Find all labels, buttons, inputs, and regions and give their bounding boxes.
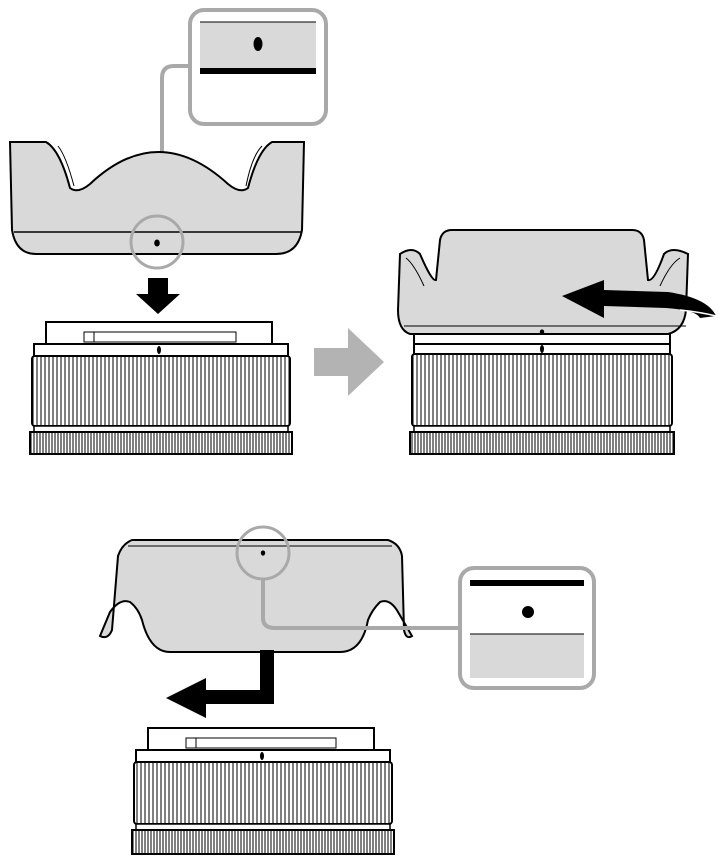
index-dot-reversed <box>261 550 265 555</box>
index-dot-hood <box>154 240 160 247</box>
lens-hood-reversed <box>100 540 412 652</box>
panel-rotate <box>398 230 716 454</box>
lens-body-right <box>410 334 674 454</box>
index-dot-lens-right <box>540 345 544 353</box>
zoom-callout-top <box>190 10 326 124</box>
index-dot-lens-bottom <box>260 752 264 760</box>
down-arrow-icon <box>136 278 180 314</box>
lens-body-left <box>30 322 292 454</box>
lens-hood-attached <box>398 230 688 335</box>
bent-arrow-icon <box>166 650 274 718</box>
index-dot-zoom <box>254 37 263 51</box>
index-dot-zoom-bottom <box>522 606 534 618</box>
zoom-callout-bottom <box>460 568 594 688</box>
lens-body-bottom <box>132 728 394 854</box>
index-dot-lens <box>157 346 161 354</box>
right-arrow-icon <box>314 328 384 396</box>
panel-attach <box>10 10 326 454</box>
panel-reverse <box>100 527 594 854</box>
lens-hood-top <box>10 142 304 254</box>
